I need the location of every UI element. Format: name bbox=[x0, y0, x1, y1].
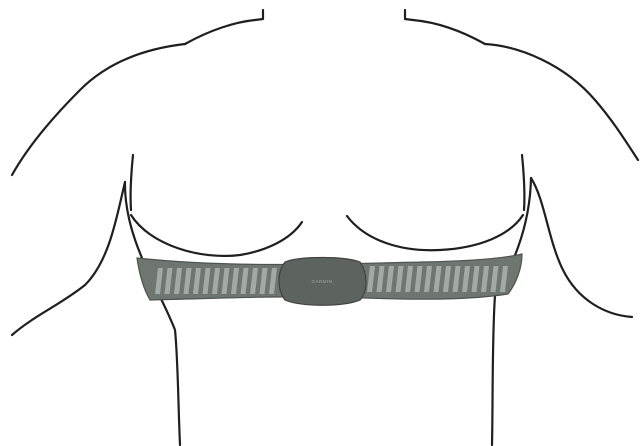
left-shoulder-outline bbox=[12, 44, 185, 175]
left-armpit-line bbox=[131, 155, 133, 210]
neck-left-line bbox=[185, 10, 263, 44]
right-arm-outline bbox=[531, 178, 632, 317]
right-torso-side bbox=[492, 178, 531, 445]
left-pectoral-line bbox=[131, 215, 302, 256]
right-pectoral-line bbox=[347, 215, 523, 250]
module-logo: GARMIN bbox=[312, 279, 333, 284]
neck-right-line bbox=[405, 10, 485, 44]
right-shoulder-outline bbox=[485, 44, 638, 160]
left-torso-side bbox=[125, 182, 180, 445]
right-armpit-line bbox=[522, 155, 524, 210]
left-arm-outline bbox=[12, 182, 125, 335]
chest-strap: GARMIN bbox=[137, 254, 522, 305]
